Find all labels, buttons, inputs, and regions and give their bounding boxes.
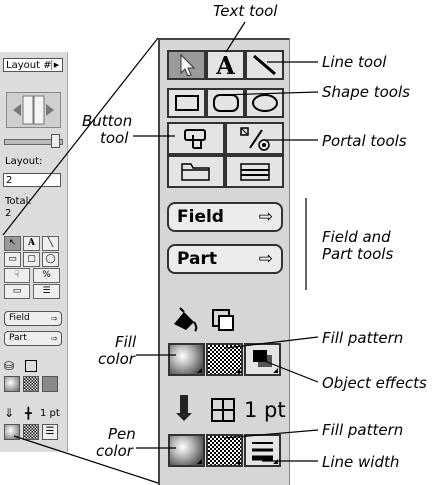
button-tool[interactable] bbox=[167, 122, 225, 155]
field-button-small-label: Field bbox=[9, 313, 30, 323]
rectangle-tool[interactable] bbox=[167, 88, 206, 118]
arrow-right-icon: ⇨ bbox=[51, 334, 58, 343]
popup-triangle-icon bbox=[197, 368, 202, 373]
fill-pattern-small[interactable] bbox=[23, 376, 39, 392]
line-tool-small[interactable]: ╲ bbox=[42, 236, 59, 251]
line-tool[interactable] bbox=[245, 50, 284, 80]
arrow-right-icon: ⇨ bbox=[258, 249, 273, 269]
field-tool[interactable] bbox=[167, 155, 225, 188]
pen-size-label: 1 pt bbox=[244, 398, 286, 422]
layout-label: Layout: bbox=[5, 156, 43, 167]
portal-tool-small[interactable]: % bbox=[33, 268, 60, 283]
part-lines-icon bbox=[239, 162, 270, 181]
text-tool-small[interactable]: A bbox=[23, 236, 40, 251]
part-tool-small[interactable]: ☰ bbox=[33, 284, 60, 299]
text-tool[interactable]: A bbox=[206, 50, 245, 80]
layout-popup-label: Layout # bbox=[6, 60, 52, 71]
button-pointer-icon bbox=[184, 128, 206, 149]
book-icon[interactable] bbox=[6, 92, 61, 128]
callout-shape-tools: Shape tools bbox=[322, 83, 410, 101]
part-button-label: Part bbox=[177, 249, 217, 269]
arrow-right-icon: ⇨ bbox=[51, 314, 58, 323]
chevron-right-icon: ▶ bbox=[51, 60, 61, 70]
field-tool-small[interactable]: ▭ bbox=[4, 284, 30, 299]
pen-color-swatch[interactable] bbox=[168, 434, 205, 467]
fill-bucket-icon bbox=[170, 306, 200, 338]
callout-line-width: Line width bbox=[322, 453, 400, 471]
rounded-rect-tool-small[interactable]: ▢ bbox=[23, 252, 40, 267]
fill-color-swatch[interactable] bbox=[168, 343, 205, 376]
line-width-grid-icon bbox=[210, 397, 236, 427]
button-tool-small[interactable]: ☟ bbox=[4, 268, 30, 283]
part-button[interactable]: Part ⇨ bbox=[167, 244, 283, 274]
pen-icon-small: ⇓ bbox=[4, 406, 15, 420]
callout-fill-color-line1: Fill bbox=[115, 333, 137, 351]
pointer-tool-small[interactable]: ↖ bbox=[4, 236, 21, 251]
fill-color-small[interactable] bbox=[4, 376, 20, 392]
rounded-rectangle-tool[interactable] bbox=[206, 88, 245, 118]
slider-knob[interactable] bbox=[51, 134, 60, 148]
popup-triangle-icon bbox=[273, 368, 278, 373]
fill-pattern-swatch[interactable] bbox=[206, 343, 243, 376]
oval-icon bbox=[251, 94, 278, 112]
line-width-icon-small: ╋ bbox=[25, 407, 32, 420]
callout-fill-color-line2: color bbox=[98, 350, 135, 368]
rectangle-icon bbox=[174, 95, 199, 111]
layout-popup[interactable]: Layout # ▶ bbox=[3, 58, 63, 72]
folder-icon bbox=[181, 162, 210, 181]
pen-color-small[interactable] bbox=[4, 424, 20, 440]
total-value: 2 bbox=[5, 208, 12, 219]
popup-triangle-icon bbox=[235, 459, 240, 464]
callout-button-tool-line2: tool bbox=[100, 129, 129, 147]
fill-bucket-icon-small: ⛁ bbox=[4, 359, 15, 373]
pointer-icon bbox=[180, 53, 195, 77]
object-effects-small[interactable] bbox=[42, 376, 58, 392]
effects-icon-small bbox=[25, 360, 37, 372]
rect-tool-small[interactable]: ▭ bbox=[4, 252, 21, 267]
callout-fill-pattern-2: Fill pattern bbox=[322, 421, 404, 439]
layout-slider[interactable] bbox=[4, 139, 63, 145]
callout-portal-tools: Portal tools bbox=[322, 132, 407, 150]
oval-tool-small[interactable]: ◯ bbox=[42, 252, 59, 267]
field-button-small[interactable]: Field ⇨ bbox=[4, 311, 62, 326]
callout-pen-color-line1: Pen bbox=[108, 425, 136, 443]
line-width-small[interactable]: ☰ bbox=[42, 424, 58, 440]
object-effects-icon bbox=[211, 308, 237, 338]
text-tool-glyph: A bbox=[216, 50, 235, 80]
pen-pattern-small[interactable] bbox=[23, 424, 39, 440]
pen-icon bbox=[172, 393, 198, 427]
popup-triangle-icon bbox=[235, 368, 240, 373]
field-button[interactable]: Field ⇨ bbox=[167, 202, 283, 232]
callout-text-tool: Text tool bbox=[213, 2, 278, 20]
line-icon bbox=[252, 54, 276, 76]
pen-size-small: 1 pt bbox=[40, 408, 60, 419]
pen-pattern-swatch[interactable] bbox=[206, 434, 243, 467]
callout-button-tool-line1: Button bbox=[82, 112, 133, 130]
total-label: Total: bbox=[5, 196, 32, 207]
field-button-label: Field bbox=[177, 207, 224, 227]
callout-field-part-line1: Field and bbox=[322, 228, 391, 246]
pointer-tool[interactable] bbox=[167, 50, 206, 80]
layout-number-field[interactable]: 2 bbox=[3, 173, 61, 187]
part-tool[interactable] bbox=[225, 155, 284, 188]
callout-object-effects: Object effects bbox=[322, 374, 427, 392]
callout-pen-color-line2: color bbox=[96, 442, 133, 460]
popup-triangle-icon bbox=[197, 459, 202, 464]
part-button-small[interactable]: Part ⇨ bbox=[4, 331, 62, 346]
line-width-lines-icon bbox=[252, 442, 273, 461]
arrow-right-icon: ⇨ bbox=[258, 207, 273, 227]
callout-field-part-line2: Part tools bbox=[322, 245, 394, 263]
part-button-small-label: Part bbox=[9, 333, 27, 343]
callout-fill-pattern-1: Fill pattern bbox=[322, 329, 404, 347]
callout-line-tool: Line tool bbox=[322, 53, 387, 71]
